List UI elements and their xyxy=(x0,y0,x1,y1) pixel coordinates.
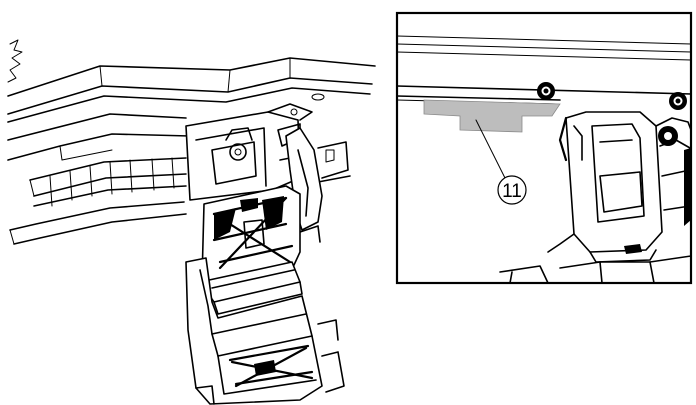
highlighted-pad xyxy=(423,99,561,133)
torn-edge xyxy=(7,39,23,83)
inset-bolt-right xyxy=(669,92,687,110)
hinge-knuckle xyxy=(199,261,303,315)
callout-11: 11 xyxy=(497,175,527,205)
inset-bolt-left xyxy=(537,82,555,100)
callout-number: 11 xyxy=(502,181,522,202)
lower-channel xyxy=(29,157,187,207)
inset-latch xyxy=(499,111,691,283)
cross-beam xyxy=(7,57,376,245)
callout-leader xyxy=(475,119,506,179)
inset-frame xyxy=(395,11,693,285)
latch-lower xyxy=(185,257,345,405)
detail-inset: 11 xyxy=(395,11,693,285)
main-assembly-view xyxy=(7,39,376,405)
